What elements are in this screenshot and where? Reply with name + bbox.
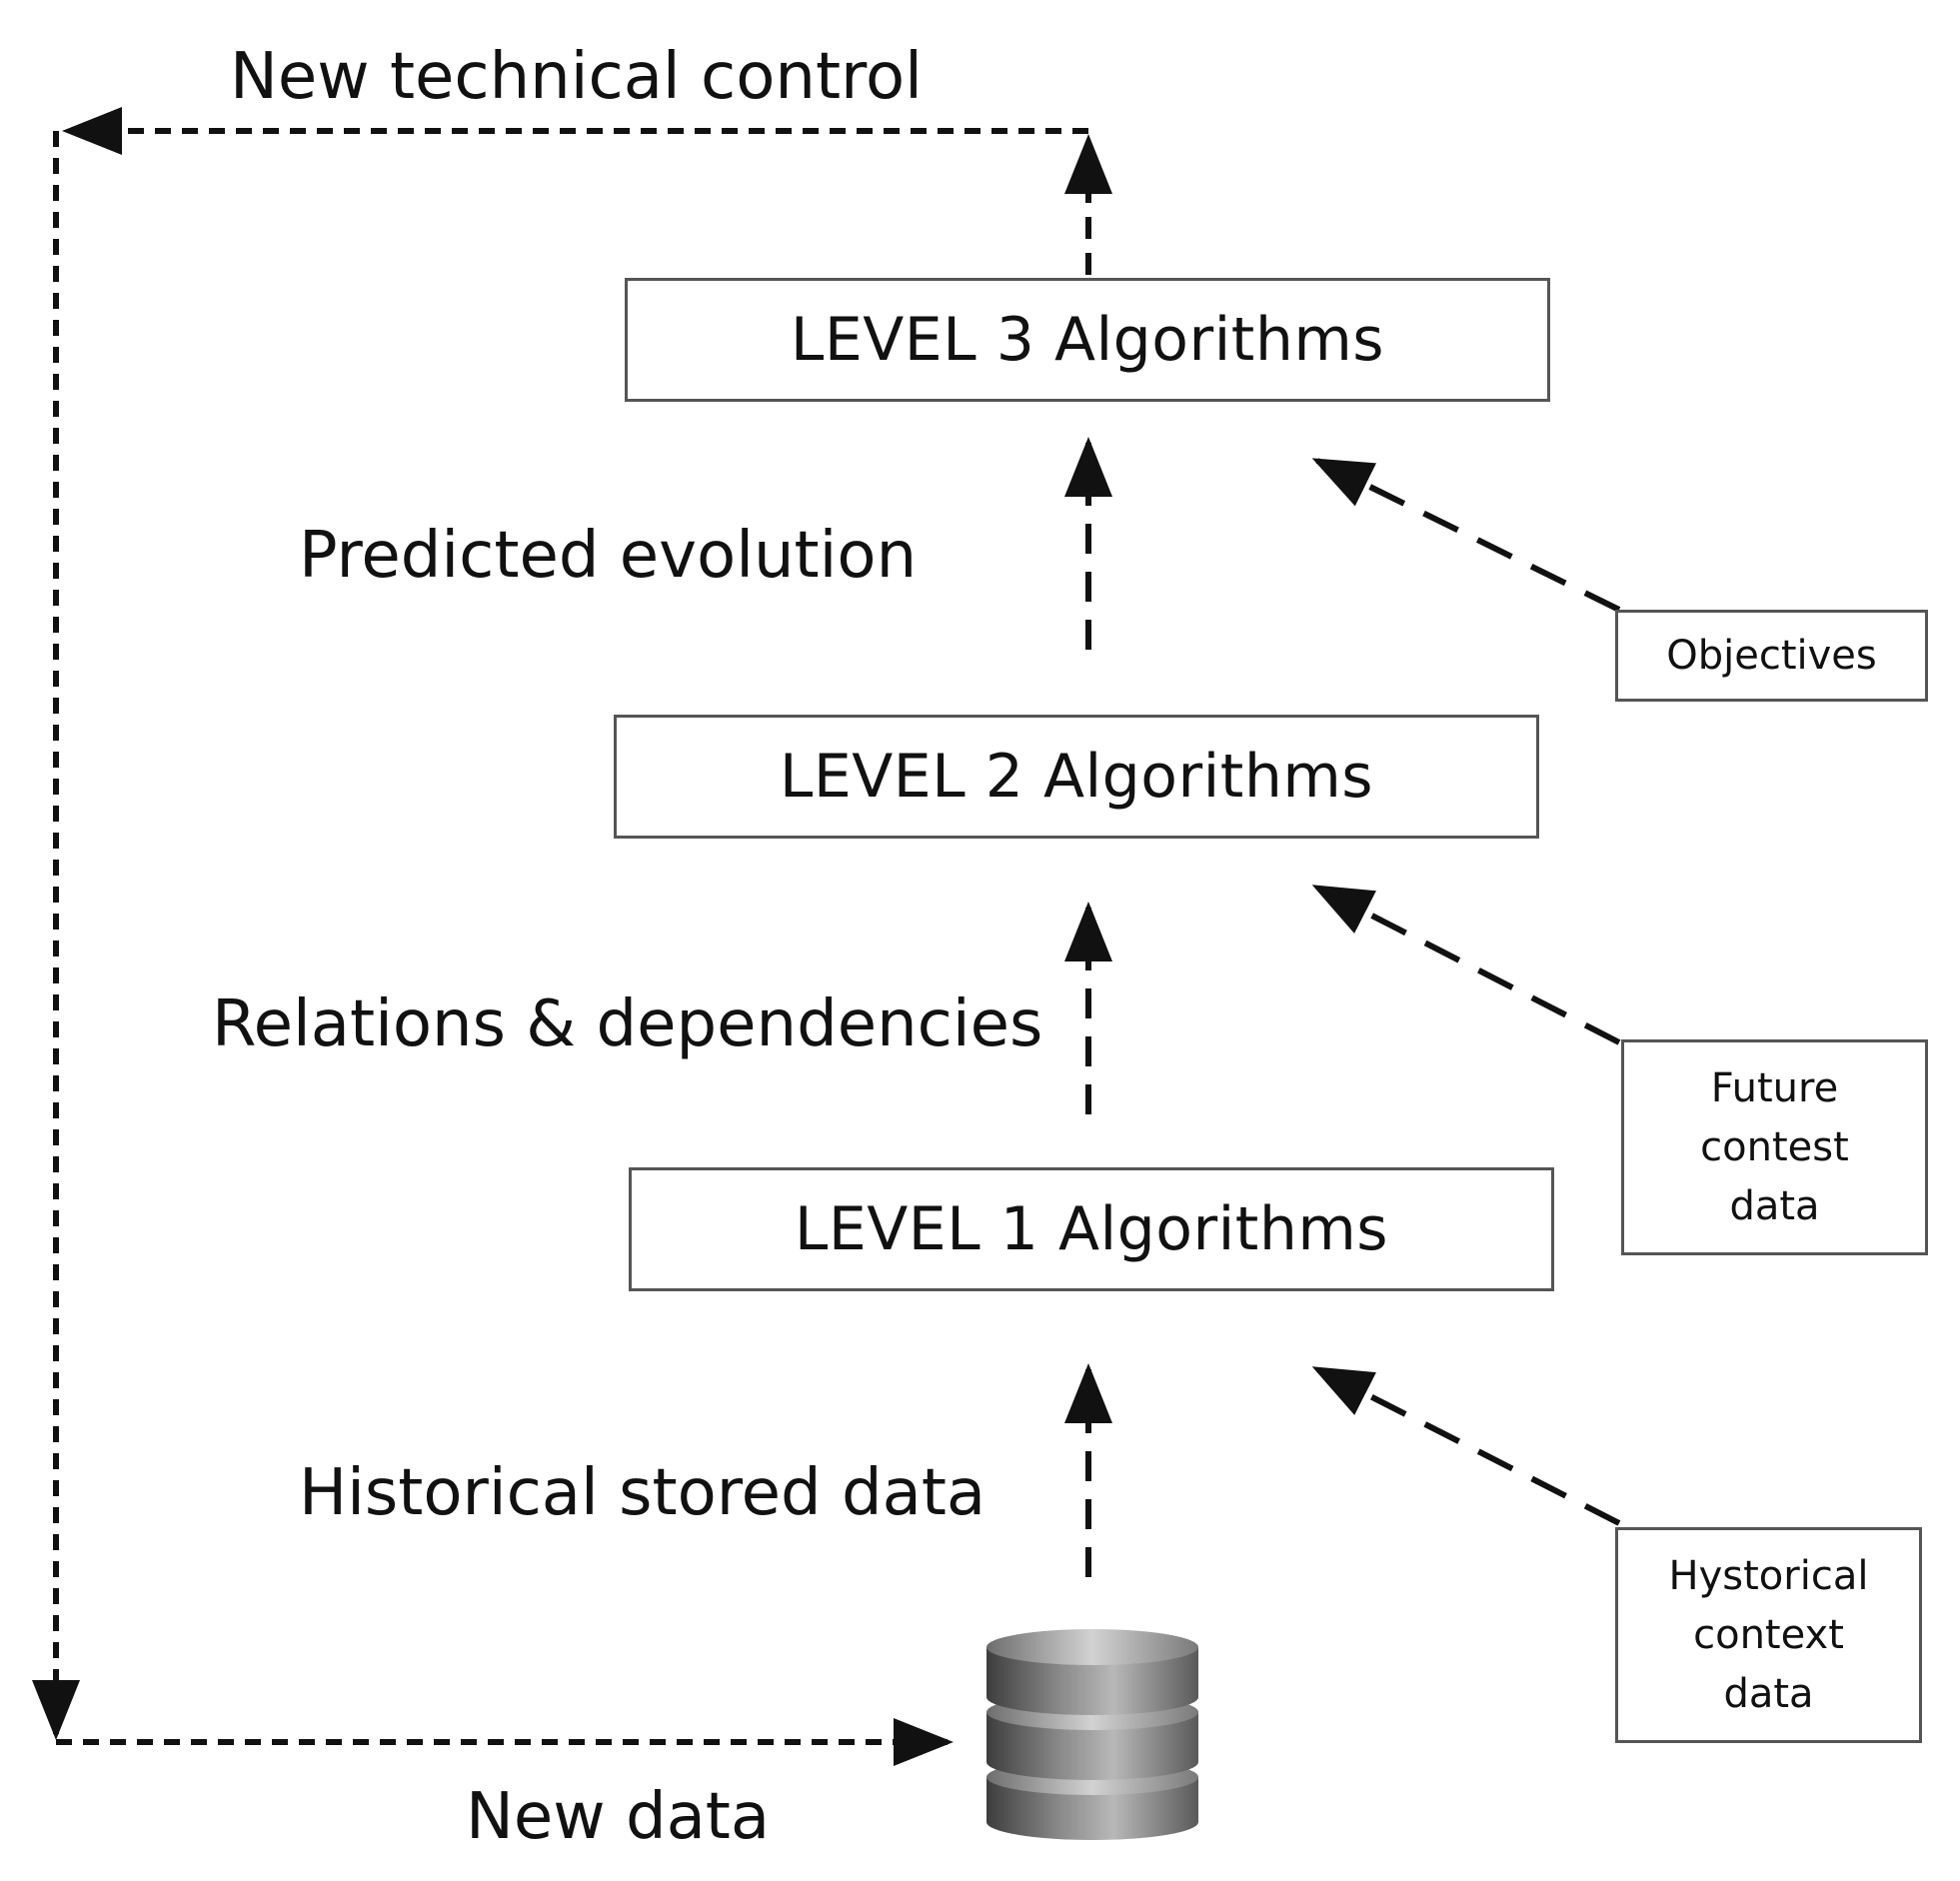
historical-context-line-1: Hystorical bbox=[1668, 1552, 1869, 1599]
database-icon bbox=[986, 1629, 1198, 1840]
objectives-box: Objectives bbox=[1615, 610, 1928, 702]
future-context-line-3: data bbox=[1729, 1182, 1820, 1229]
level3-algorithms-box: LEVEL 3 Algorithms bbox=[625, 278, 1550, 402]
historical-context-line-2: context bbox=[1693, 1611, 1844, 1658]
new-data-label: New data bbox=[466, 1780, 771, 1854]
level1-algorithms-label: LEVEL 1 Algorithms bbox=[794, 1194, 1389, 1264]
level3-algorithms-label: LEVEL 3 Algorithms bbox=[790, 305, 1385, 375]
feedback-loop-arrow bbox=[32, 107, 1112, 1766]
future-context-line-1: Future bbox=[1710, 1064, 1839, 1111]
objectives-label: Objectives bbox=[1666, 632, 1877, 679]
future-context-line-2: contest bbox=[1700, 1123, 1849, 1170]
predicted-evolution-label: Predicted evolution bbox=[299, 519, 918, 593]
historical-context-box: Hystorical context data bbox=[1615, 1527, 1922, 1743]
historical-stored-data-label: Historical stored data bbox=[299, 1456, 986, 1530]
future-context-box: Future contest data bbox=[1621, 1039, 1928, 1255]
input-arrows bbox=[1311, 458, 1621, 1526]
future-context-arrow bbox=[1311, 885, 1621, 1045]
level2-algorithms-box: LEVEL 2 Algorithms bbox=[614, 715, 1539, 839]
level1-algorithms-box: LEVEL 1 Algorithms bbox=[629, 1167, 1554, 1291]
relations-dependencies-label: Relations & dependencies bbox=[212, 987, 1043, 1061]
new-technical-control-label: New technical control bbox=[230, 40, 923, 114]
objectives-arrow bbox=[1311, 458, 1621, 613]
level2-algorithms-label: LEVEL 2 Algorithms bbox=[779, 742, 1374, 812]
historical-context-arrow bbox=[1311, 1366, 1621, 1526]
historical-context-line-3: data bbox=[1723, 1670, 1814, 1717]
